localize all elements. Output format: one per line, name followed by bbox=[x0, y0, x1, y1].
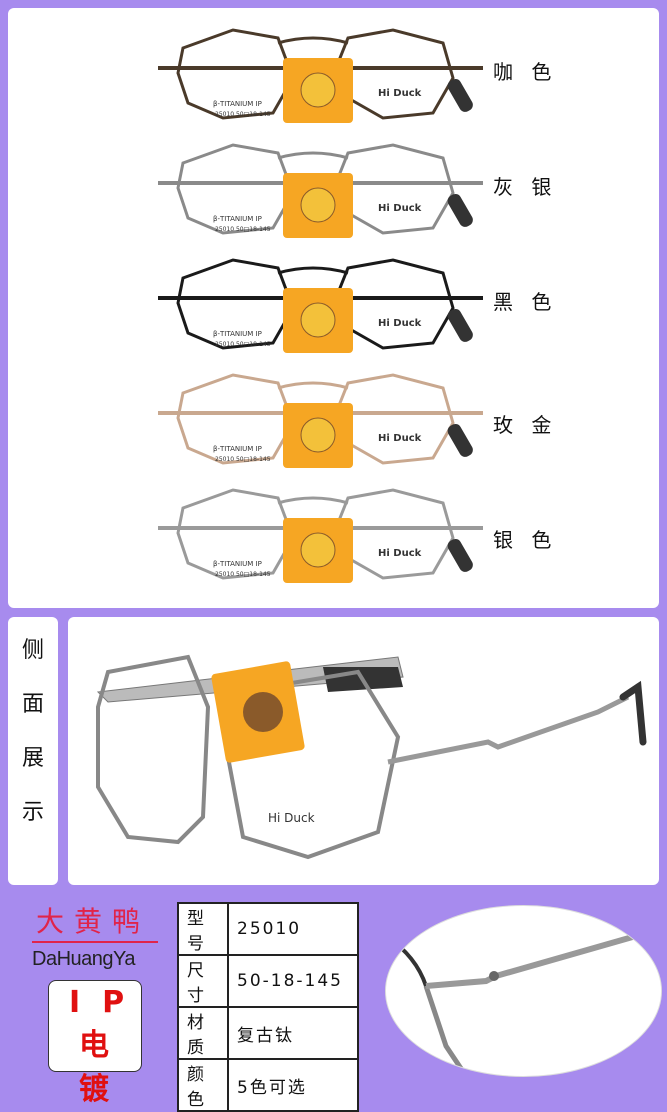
glasses-side-image: Hi Duck bbox=[96, 654, 647, 860]
glasses-image: β-TITANIUM IP 25010 50□18-145 Hi Duck bbox=[158, 258, 483, 353]
tag-model-size: 25010 50□18-145 bbox=[215, 111, 271, 118]
hi-duck-logo: Hi Duck bbox=[378, 203, 422, 214]
variant-row: β-TITANIUM IP 25010 50□18-145 Hi Duck 咖 … bbox=[8, 18, 659, 136]
side-view-label: 侧 面 展 示 bbox=[8, 617, 58, 885]
ip-plating-badge: IP 电镀 bbox=[48, 980, 147, 1107]
spec-value: 50-18-145 bbox=[227, 954, 359, 1008]
spec-value: 5色可选 bbox=[227, 1058, 359, 1112]
color-label: 灰 银 bbox=[493, 175, 558, 199]
side-label-char: 面 bbox=[21, 692, 44, 717]
hi-duck-logo: Hi Duck bbox=[378, 433, 422, 444]
hi-duck-logo: Hi Duck bbox=[378, 318, 422, 329]
tag-material: β-TITANIUM IP bbox=[213, 100, 262, 108]
badge-line1: IP bbox=[69, 985, 147, 1020]
color-label: 银 色 bbox=[493, 528, 558, 552]
tag-model-size: 25010 50□18-145 bbox=[215, 226, 271, 233]
glasses-image: β-TITANIUM IP 25010 50□18-145 Hi Duck bbox=[158, 143, 483, 238]
variant-row: β-TITANIUM IP 25010 50□18-145 Hi Duck 黑 … bbox=[8, 248, 659, 366]
color-label: 黑 色 bbox=[493, 290, 558, 314]
brand-name-cn: 大黄鸭 bbox=[36, 905, 151, 938]
tag-model-size: 25010 50□18-145 bbox=[215, 456, 271, 463]
side-view-image: Hi Duck bbox=[68, 617, 659, 885]
tag-material: β-TITANIUM IP bbox=[213, 215, 262, 223]
color-label: 玫 金 bbox=[493, 413, 558, 437]
spec-key: 尺寸 bbox=[177, 954, 229, 1008]
side-label-char: 展 bbox=[21, 746, 44, 771]
tag-material: β-TITANIUM IP bbox=[213, 330, 262, 338]
tag-model-size: 25010 50□18-145 bbox=[215, 341, 271, 348]
variant-row: β-TITANIUM IP 25010 50□18-145 Hi Duck 银 … bbox=[8, 478, 659, 596]
tag-model-size: 25010 50□18-145 bbox=[215, 571, 271, 578]
badge-line2: 电镀 bbox=[79, 1028, 127, 1107]
side-label-char: 示 bbox=[21, 800, 44, 825]
color-label: 咖 色 bbox=[493, 60, 558, 84]
variant-row: β-TITANIUM IP 25010 50□18-145 Hi Duck 玫 … bbox=[8, 363, 659, 481]
spec-key: 材质 bbox=[177, 1006, 229, 1060]
hinge-closeup-image bbox=[385, 905, 662, 1077]
table-row: 材质复古钛 bbox=[177, 1006, 359, 1060]
hi-duck-logo: Hi Duck bbox=[378, 548, 422, 559]
spec-value: 25010 bbox=[227, 902, 359, 956]
tag-material: β-TITANIUM IP bbox=[213, 560, 262, 568]
divider bbox=[32, 941, 158, 943]
color-variants-panel: β-TITANIUM IP 25010 50□18-145 Hi Duck 咖 … bbox=[8, 8, 659, 608]
side-label-char: 侧 bbox=[21, 638, 44, 663]
brand-name-en: DaHuangYa bbox=[32, 948, 135, 970]
glasses-image: β-TITANIUM IP 25010 50□18-145 Hi Duck bbox=[158, 373, 483, 468]
hi-duck-logo: Hi Duck bbox=[268, 811, 315, 825]
hi-duck-logo: Hi Duck bbox=[378, 88, 422, 99]
spec-key: 型号 bbox=[177, 902, 229, 956]
tag-material: β-TITANIUM IP bbox=[213, 445, 262, 453]
glasses-image: β-TITANIUM IP 25010 50□18-145 Hi Duck bbox=[158, 488, 483, 583]
glasses-image: β-TITANIUM IP 25010 50□18-145 Hi Duck bbox=[158, 28, 483, 123]
variant-row: β-TITANIUM IP 25010 50□18-145 Hi Duck 灰 … bbox=[8, 133, 659, 251]
spec-key: 颜色 bbox=[177, 1058, 229, 1112]
spec-value: 复古钛 bbox=[227, 1006, 359, 1060]
